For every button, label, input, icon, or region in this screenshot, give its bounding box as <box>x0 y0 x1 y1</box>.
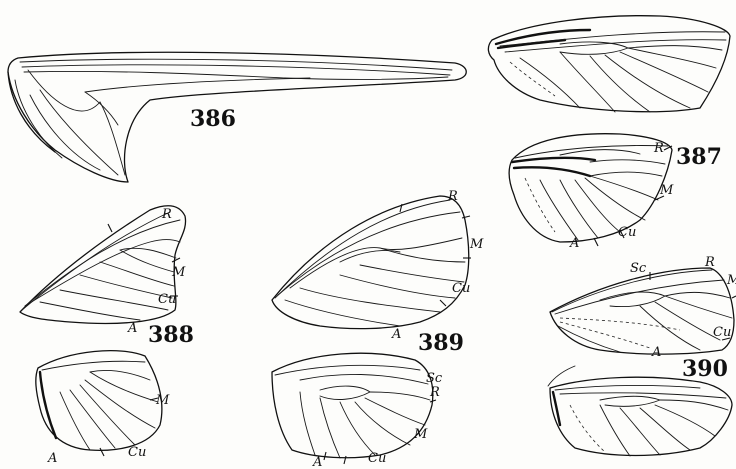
figure-389-hind-wing <box>272 353 436 464</box>
figure-number-389: 389 <box>418 330 464 356</box>
vein-label-390-cu: Cu <box>713 325 731 340</box>
vein-label-389-a: A <box>391 327 401 342</box>
figure-390-wing <box>550 268 736 354</box>
vein-label-389-cu: Cu <box>452 281 470 296</box>
vein-label-389b-cu: Cu <box>368 451 386 466</box>
vein-label-389b-a: A <box>312 455 322 469</box>
vein-label-387-r: R <box>653 141 664 156</box>
vein-label-389-m: M <box>469 237 484 252</box>
vein-label-388-a: A <box>127 321 137 336</box>
vein-label-390-m: M <box>726 273 736 288</box>
figure-388-hind-wing <box>36 351 162 456</box>
figure-387-wing <box>509 134 672 246</box>
vein-label-390-r: R <box>704 255 715 270</box>
vein-label-388-cu: Cu <box>158 292 176 307</box>
figure-number-387: 387 <box>676 144 722 170</box>
figure-389-wing <box>272 196 471 329</box>
vein-label-390-sc: Sc <box>630 261 647 276</box>
vein-label-388b-a: A <box>47 451 57 466</box>
figure-387-upper-wing <box>488 16 730 112</box>
vein-label-387-m: M <box>659 183 674 198</box>
figure-number-386: 386 <box>190 106 236 132</box>
vein-label-387-a: A <box>569 236 579 251</box>
vein-label-387-cu: Cu <box>618 225 636 240</box>
vein-label-389b-m: M <box>413 427 428 442</box>
vein-label-388b-m: M <box>155 393 170 408</box>
vein-label-390-a: A <box>651 345 661 360</box>
figure-number-388: 388 <box>148 322 194 348</box>
vein-label-388-r: R <box>161 207 172 222</box>
vein-label-389b-r: R <box>429 385 440 400</box>
figure-386-wings <box>8 52 466 182</box>
vein-label-389-r: R <box>447 189 458 204</box>
vein-label-389b-sc: Sc <box>426 371 443 386</box>
figure-number-390: 390 <box>682 356 728 382</box>
vein-label-388-m: M <box>171 265 186 280</box>
vein-label-388b-cu: Cu <box>128 445 146 460</box>
